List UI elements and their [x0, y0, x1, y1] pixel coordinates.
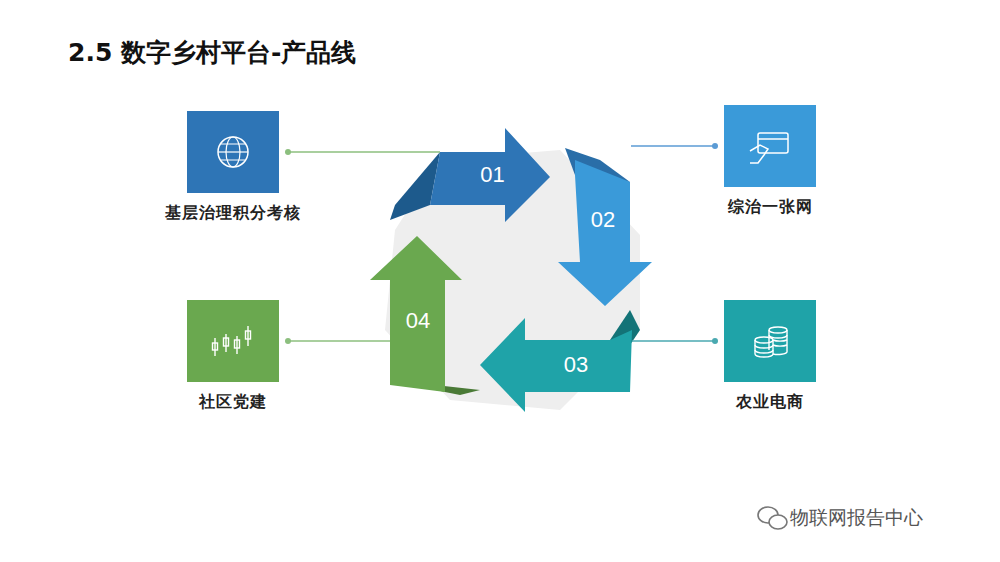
leader-line	[285, 338, 390, 344]
wechat-icon	[758, 507, 787, 529]
icon-tile	[724, 105, 816, 187]
tile-icon	[724, 105, 816, 187]
leader-line	[631, 143, 718, 149]
product-label: 社区党建	[183, 392, 283, 413]
tile-icon	[724, 300, 816, 382]
slide-title: 2.5 数字乡村平台-产品线	[68, 36, 356, 69]
arrow-fold	[390, 152, 440, 220]
callout-number: 03	[564, 352, 588, 378]
cycle-arrow	[558, 160, 652, 306]
icon-tile	[187, 111, 279, 193]
cycle-arrow	[430, 128, 550, 222]
leader-line	[285, 149, 440, 155]
icon-tile	[724, 300, 816, 382]
product-node: 农业电商	[720, 300, 820, 413]
cycle-step: 01	[440, 140, 545, 210]
tile-icon	[187, 300, 279, 382]
product-label: 基层治理积分考核	[161, 203, 305, 224]
product-node: 基层治理积分考核	[161, 111, 305, 224]
product-label: 农业电商	[720, 392, 820, 413]
cycle-step: 04	[390, 250, 446, 392]
cycle-step: 02	[575, 140, 631, 300]
icon-tile	[187, 300, 279, 382]
product-node: 社区党建	[183, 300, 283, 413]
product-node: 综治一张网	[720, 105, 820, 218]
callout-number: 01	[480, 162, 504, 188]
product-label: 综治一张网	[720, 197, 820, 218]
callout-number: 04	[406, 308, 430, 334]
cycle-step: 03	[520, 338, 632, 392]
cycle-arrow	[480, 318, 632, 412]
cycle-arrow	[370, 236, 462, 392]
callout-number: 02	[591, 207, 615, 233]
leader-line	[632, 338, 718, 344]
watermark: 物联网报告中心	[790, 505, 923, 531]
tile-icon	[187, 111, 279, 193]
